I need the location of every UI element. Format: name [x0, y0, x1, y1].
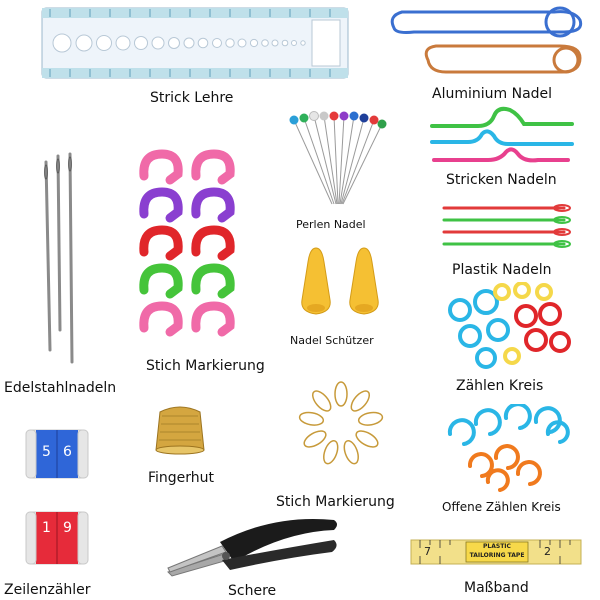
- label-edelstahlnadeln: Edelstahlnadeln: [4, 380, 117, 396]
- row-counter-blue: 5 6: [24, 426, 90, 482]
- label-stich-markierung-1: Stich Markierung: [146, 358, 265, 374]
- label-schere: Schere: [228, 583, 277, 599]
- tape-mark-left: 7: [424, 545, 431, 558]
- needle-point-protectors: [301, 247, 379, 315]
- label-offene-zaehlen-kreis: Offene Zählen Kreis: [442, 500, 561, 514]
- label-strick-lehre: Strick Lehre: [150, 90, 234, 106]
- thread-snips: [167, 518, 337, 577]
- plastic-needles: [442, 204, 571, 248]
- locking-stitch-markers: [139, 149, 235, 337]
- pearl-pins: [289, 111, 387, 205]
- label-fingerhut: Fingerhut: [148, 470, 215, 486]
- label-plastik-nadeln: Plastik Nadeln: [452, 262, 552, 278]
- tape-measure: 7 PLASTIC TAILORING TAPE 2: [410, 538, 582, 566]
- counting-rings: [448, 282, 571, 369]
- row-counter-blue-digit-left: 5: [42, 444, 51, 460]
- tape-brand-line1: PLASTIC: [483, 543, 511, 550]
- label-massband: Maßband: [464, 580, 529, 596]
- tape-brand-line2: TAILORING TAPE: [469, 552, 525, 559]
- row-counter-blue-digit-right: 6: [63, 444, 72, 460]
- label-perlen-nadel: Perlen Nadel: [296, 218, 366, 231]
- label-stricken-nadeln: Stricken Nadeln: [446, 172, 557, 188]
- label-zeilenzaehler: Zeilenzähler: [4, 582, 91, 598]
- tape-mark-right: 2: [544, 545, 551, 558]
- label-aluminium-nadel: Aluminium Nadel: [432, 86, 553, 102]
- open-counting-rings: [447, 404, 570, 492]
- row-counter-red: 1 9: [24, 508, 90, 568]
- aluminium-stitch-holders: [390, 6, 583, 74]
- cable-needles: [430, 106, 574, 163]
- label-stich-markierung-2: Stich Markierung: [276, 494, 395, 510]
- steel-needles: [44, 152, 74, 364]
- knitting-gauge-ruler: [41, 7, 349, 79]
- label-zaehlen-kreis: Zählen Kreis: [456, 378, 544, 394]
- label-nadel-schuetzer: Nadel Schützer: [290, 334, 374, 347]
- row-counter-red-digit-right: 9: [63, 520, 72, 536]
- safety-pin-markers: [298, 381, 384, 465]
- thimble: [155, 406, 205, 455]
- row-counter-red-digit-left: 1: [42, 520, 51, 536]
